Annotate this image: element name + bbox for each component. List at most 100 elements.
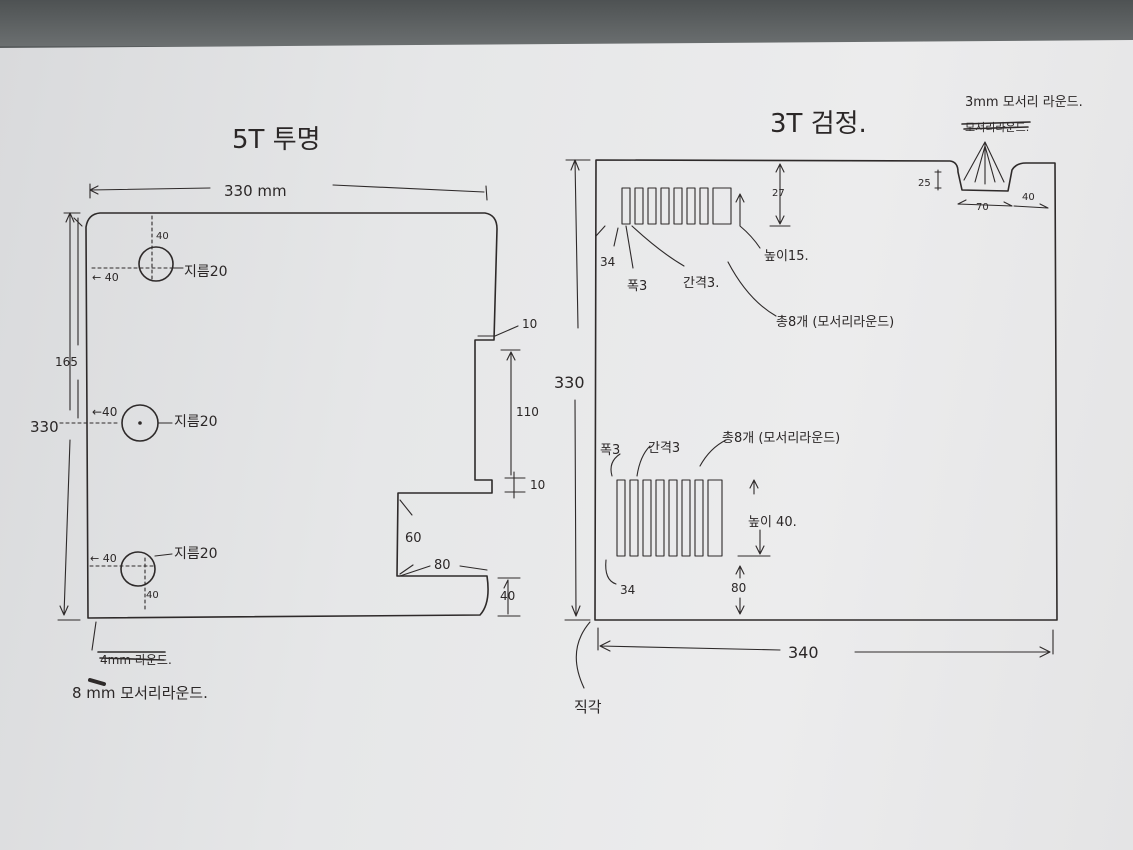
top-vent-gap-leader — [631, 225, 685, 267]
desk-background — [0, 0, 1133, 46]
tab-height-dimension — [934, 169, 942, 191]
notch-top-gap-leader — [477, 325, 519, 337]
tab-width-dimension — [957, 199, 1013, 207]
notch-slot-dimension — [500, 349, 521, 476]
struck-note-strikeout — [97, 651, 166, 661]
bottom-vent-gap-leader — [636, 445, 651, 477]
hole-top-left-offset: ← 40 — [92, 271, 119, 284]
top-vent-height-dimension — [735, 193, 761, 249]
bottom-height-label: 40 — [500, 589, 515, 603]
hole-middle-diameter: 지름20 — [174, 414, 218, 430]
bottom-vent-slot — [681, 479, 691, 557]
left-half-dimension — [73, 217, 83, 419]
right-part: 3T 검정. 3mm 모서리 라운드. 모서리라운드. 330 340 직각 2… — [554, 95, 1083, 716]
bottom-vent-slot — [707, 479, 723, 557]
notch-slot-gap-label: 10 — [530, 478, 545, 492]
bottom-vent-group — [616, 479, 723, 557]
left-half-height-label: 165 — [55, 355, 78, 369]
right-angle-note: 직각 — [574, 698, 602, 716]
top-vent-count-label: 총8개 (모서리라운드) — [776, 315, 894, 330]
paper-sheet — [0, 40, 1133, 850]
hole-bottom — [120, 551, 156, 587]
top-vent-slot — [686, 187, 696, 225]
bottom-vent-left-offset-label: 34 — [620, 583, 635, 597]
bottom-vent-slot — [694, 479, 704, 557]
notch-step-height-label: 60 — [405, 531, 422, 546]
bottom-vent-left-offset-leader — [605, 559, 617, 585]
bottom-vent-count-leader — [699, 439, 727, 467]
left-width-label: 330 mm — [224, 182, 287, 200]
bottom-vent-slot — [642, 479, 652, 557]
left-part-title: 5T 투명 — [232, 125, 321, 155]
left-width-dimension — [89, 183, 488, 201]
top-vent-width-leader — [625, 225, 634, 269]
bottom-vent-count-label: 총8개 (모서리라운드) — [722, 431, 840, 446]
right-height-dimension — [564, 159, 591, 621]
top-vent-slot — [699, 187, 709, 225]
top-vent-slot — [621, 187, 631, 225]
bottom-vent-height-label: 높이 40. — [748, 515, 797, 530]
right-width-dimension — [597, 627, 1054, 658]
tab-rounding-detail — [963, 141, 1005, 185]
hole-bottom-offset-label: 40 — [146, 590, 159, 601]
top-vent-count-leader — [727, 261, 777, 317]
top-vent-left-offset-mark — [595, 225, 619, 247]
struck-note: 4mm 라운드. — [100, 653, 172, 667]
hole-top — [138, 246, 174, 282]
bottom-vent-slot — [668, 479, 678, 557]
bottom-height-dimension — [497, 577, 521, 617]
top-vent-gap-label: 간격3. — [683, 276, 719, 291]
top-vent-width-label: 폭3 — [627, 279, 647, 294]
notch-slot-height-label: 110 — [516, 405, 539, 419]
bottom-vent-offset-dimension — [735, 565, 745, 615]
left-part-outline — [85, 212, 498, 619]
left-height-dimension — [57, 212, 81, 621]
top-vent-left-offset-label: 34 — [600, 255, 615, 269]
left-height-label: 330 — [30, 418, 59, 436]
corner-note-scribble — [88, 678, 106, 686]
bottom-vent-width-label: 폭3 — [600, 443, 620, 458]
right-struck-note-strikeout — [961, 121, 1031, 130]
top-vent-offset-label: 27 — [772, 188, 785, 199]
tab-right-offset-label: 40 — [1022, 192, 1035, 203]
top-vent-slot — [712, 187, 732, 225]
hole-middle-left-offset: ←40 — [92, 405, 117, 419]
hole-top-centerlines — [91, 215, 176, 283]
hole-bottom-leader — [154, 553, 173, 557]
hole-middle-center — [138, 421, 142, 425]
hole-bottom-left-offset: ← 40 — [90, 552, 117, 565]
left-corner-note: 8 mm 모서리라운드. — [72, 684, 208, 702]
right-height-label: 330 — [554, 373, 585, 392]
hole-top-offset-label: 40 — [156, 231, 169, 242]
top-vent-group — [621, 187, 732, 225]
notch-step-height-marks — [399, 499, 414, 575]
bottom-vent-width-leader — [610, 453, 621, 477]
notch-step-width-leader — [399, 565, 488, 577]
hole-bottom-diameter: 지름20 — [174, 546, 218, 562]
right-part-title: 3T 검정. — [770, 109, 867, 139]
top-vent-height-label: 높이15. — [764, 249, 809, 264]
notch-step-width-label: 80 — [434, 558, 451, 573]
top-vent-slot — [647, 187, 657, 225]
tab-height-label: 25 — [918, 178, 931, 189]
tab-width-label: 70 — [976, 202, 989, 213]
tab-right-offset-dimension — [1013, 203, 1049, 209]
right-width-label: 340 — [788, 643, 819, 662]
hole-bottom-centerlines — [89, 557, 156, 613]
notch-slot-gap-dimension — [504, 471, 526, 499]
top-vent-slot — [673, 187, 683, 225]
right-angle-leader — [575, 621, 591, 689]
top-vent-slot — [634, 187, 644, 225]
right-corner-note: 3mm 모서리 라운드. — [965, 95, 1083, 110]
top-vent-slot — [660, 187, 670, 225]
bottom-vent-slot — [629, 479, 639, 557]
bottom-vent-height-dimension — [737, 479, 771, 557]
bottom-vent-slot — [616, 479, 626, 557]
notch-top-gap-label: 10 — [522, 317, 537, 331]
left-part: 5T 투명 330 mm 330 165 40 ← 40 지름20 ←40 지름… — [30, 125, 545, 702]
bottom-vent-gap-label: 간격3 — [648, 441, 680, 456]
hole-top-diameter: 지름20 — [184, 264, 228, 280]
top-vent-offset-dimension — [769, 163, 791, 227]
right-part-outline — [594, 159, 1058, 621]
